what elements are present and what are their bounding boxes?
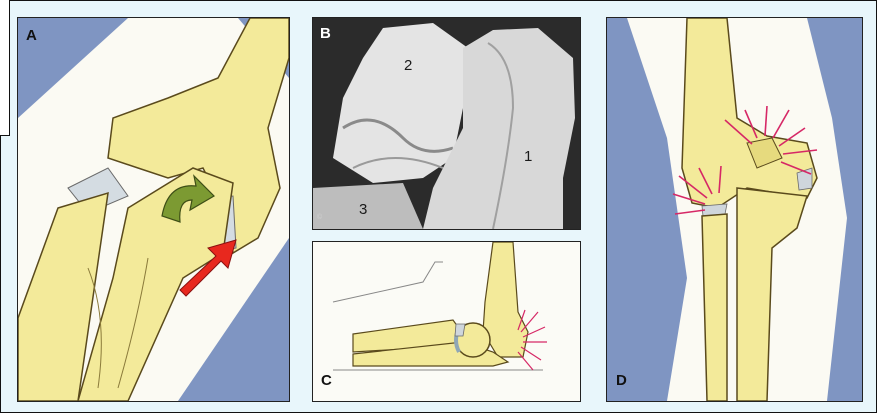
bone-number-1: 1 (524, 149, 532, 164)
panel-c-bent-elbow-illustration: C (312, 241, 581, 402)
bone-number-2: 2 (404, 58, 412, 73)
left-edge-tab (0, 0, 10, 136)
panel-d-label: D (616, 373, 627, 388)
copyright-mark: © (317, 214, 322, 221)
panel-a-elbow-illustration: A (17, 17, 290, 402)
panel-a-drawing (18, 18, 289, 401)
panel-d-drawing (607, 18, 862, 401)
panel-a-label: A (26, 28, 37, 43)
panel-b-bone-model-photo: B 1 2 3 © (312, 17, 581, 230)
panel-b-drawing (313, 18, 580, 229)
panel-c-label: C (321, 373, 332, 388)
panel-b-label: B (320, 26, 331, 41)
panel-c-drawing (313, 242, 580, 401)
panel-d-elbow-illustration: D (606, 17, 863, 402)
bone-number-3: 3 (359, 202, 367, 217)
